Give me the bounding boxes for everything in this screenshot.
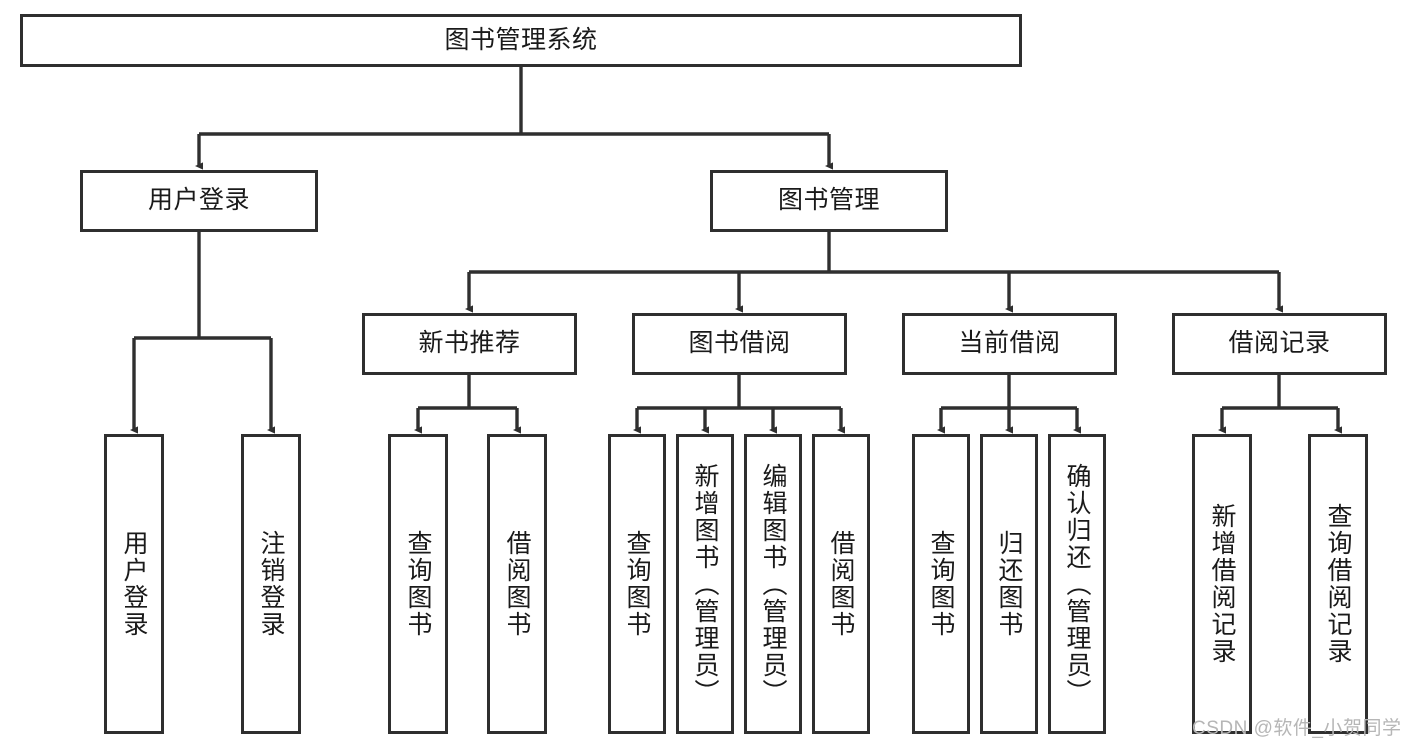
node-book-borrow[interactable]: 图书借阅 — [632, 313, 847, 375]
node-label: 确认归还（管理员） — [1063, 462, 1091, 706]
node-leaf-bookborrow-borrow-book[interactable]: 借阅图书 — [812, 434, 870, 734]
node-label: 查询图书 — [927, 530, 955, 638]
node-leaf-currentborrow-return-book[interactable]: 归还图书 — [980, 434, 1038, 734]
node-leaf-user-login-logout[interactable]: 注销登录 — [241, 434, 301, 734]
node-label: 用户登录 — [120, 530, 148, 638]
node-label: 借阅图书 — [827, 530, 855, 638]
node-label: 图书管理系统 — [444, 25, 598, 54]
node-label: 查询图书 — [404, 530, 432, 638]
node-new-book-recommend[interactable]: 新书推荐 — [362, 313, 577, 375]
node-leaf-currentborrow-confirm-return-admin[interactable]: 确认归还（管理员） — [1048, 434, 1106, 734]
node-leaf-bookborrow-query-book[interactable]: 查询图书 — [608, 434, 666, 734]
node-leaf-bookborrow-edit-book-admin[interactable]: 编辑图书（管理员） — [744, 434, 802, 734]
node-leaf-currentborrow-query-book[interactable]: 查询图书 — [912, 434, 970, 734]
node-label: 新增图书（管理员） — [691, 462, 719, 706]
node-user-login[interactable]: 用户登录 — [80, 170, 318, 232]
node-label: 借阅图书 — [503, 530, 531, 638]
node-label: 借阅记录 — [1228, 329, 1331, 358]
node-label: 查询图书 — [623, 530, 651, 638]
node-label: 当前借阅 — [958, 329, 1061, 358]
node-leaf-bookborrow-add-book-admin[interactable]: 新增图书（管理员） — [676, 434, 734, 734]
node-leaf-newbook-query-book[interactable]: 查询图书 — [388, 434, 448, 734]
node-leaf-borrowrecord-query-record[interactable]: 查询借阅记录 — [1308, 434, 1368, 734]
node-label: 新增借阅记录 — [1208, 503, 1236, 665]
node-book-management[interactable]: 图书管理 — [710, 170, 948, 232]
node-label: 归还图书 — [995, 530, 1023, 638]
node-label: 图书借阅 — [688, 329, 791, 358]
node-root-book-management-system[interactable]: 图书管理系统 — [20, 14, 1022, 67]
node-label: 用户登录 — [147, 186, 250, 215]
node-leaf-user-login-login[interactable]: 用户登录 — [104, 434, 164, 734]
node-current-borrow[interactable]: 当前借阅 — [902, 313, 1117, 375]
node-label: 编辑图书（管理员） — [759, 462, 787, 706]
node-label: 注销登录 — [257, 530, 285, 638]
node-label: 新书推荐 — [418, 329, 521, 358]
node-label: 查询借阅记录 — [1324, 503, 1352, 665]
node-leaf-newbook-borrow-book[interactable]: 借阅图书 — [487, 434, 547, 734]
node-leaf-borrowrecord-add-record[interactable]: 新增借阅记录 — [1192, 434, 1252, 734]
node-borrow-record[interactable]: 借阅记录 — [1172, 313, 1387, 375]
node-label: 图书管理 — [777, 186, 880, 215]
